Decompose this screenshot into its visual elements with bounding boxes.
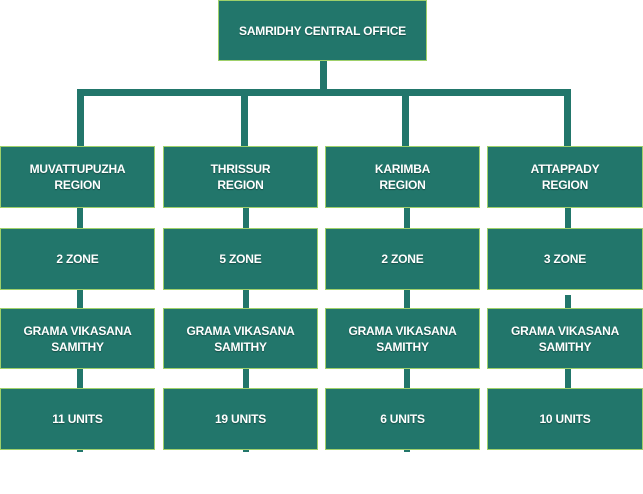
level-connector xyxy=(243,368,249,389)
level-connector xyxy=(404,368,410,389)
level-connector xyxy=(77,449,83,452)
level-connector xyxy=(77,289,83,309)
branch-connector-2 xyxy=(241,89,248,147)
region-box-muvattupuzha: MUVATTUPUZHA REGION xyxy=(0,146,155,208)
horizontal-connector xyxy=(77,89,571,96)
level-connector xyxy=(243,449,249,452)
units-box: 6 UNITS xyxy=(325,388,480,450)
level-connector xyxy=(404,207,410,229)
level-connector xyxy=(404,449,410,452)
branch-connector-4 xyxy=(564,89,571,147)
samithy-box: GRAMA VIKASANA SAMITHY xyxy=(487,308,643,369)
zone-box: 5 ZONE xyxy=(163,228,318,290)
level-connector xyxy=(77,207,83,229)
samithy-box: GRAMA VIKASANA SAMITHY xyxy=(325,308,480,369)
branch-connector-1 xyxy=(77,89,84,147)
units-box: 10 UNITS xyxy=(487,388,643,450)
level-connector xyxy=(243,207,249,229)
region-box-karimba: KARIMBA REGION xyxy=(325,146,480,208)
level-connector xyxy=(77,368,83,389)
zone-box: 2 ZONE xyxy=(0,228,155,290)
samithy-box: GRAMA VIKASANA SAMITHY xyxy=(163,308,318,369)
level-connector xyxy=(404,289,410,309)
region-box-thrissur: THRISSUR REGION xyxy=(163,146,318,208)
level-connector xyxy=(565,207,571,229)
units-box: 11 UNITS xyxy=(0,388,155,450)
units-box: 19 UNITS xyxy=(163,388,318,450)
zone-box: 2 ZONE xyxy=(325,228,480,290)
branch-connector-3 xyxy=(402,89,409,147)
samithy-box: GRAMA VIKASANA SAMITHY xyxy=(0,308,155,369)
level-connector xyxy=(565,368,571,389)
zone-box: 3 ZONE xyxy=(487,228,643,290)
root-box: SAMRIDHY CENTRAL OFFICE xyxy=(218,0,427,61)
root-connector xyxy=(320,60,327,92)
level-connector xyxy=(243,289,249,309)
level-connector xyxy=(565,295,571,309)
region-box-attappady: ATTAPPADY REGION xyxy=(487,146,643,208)
